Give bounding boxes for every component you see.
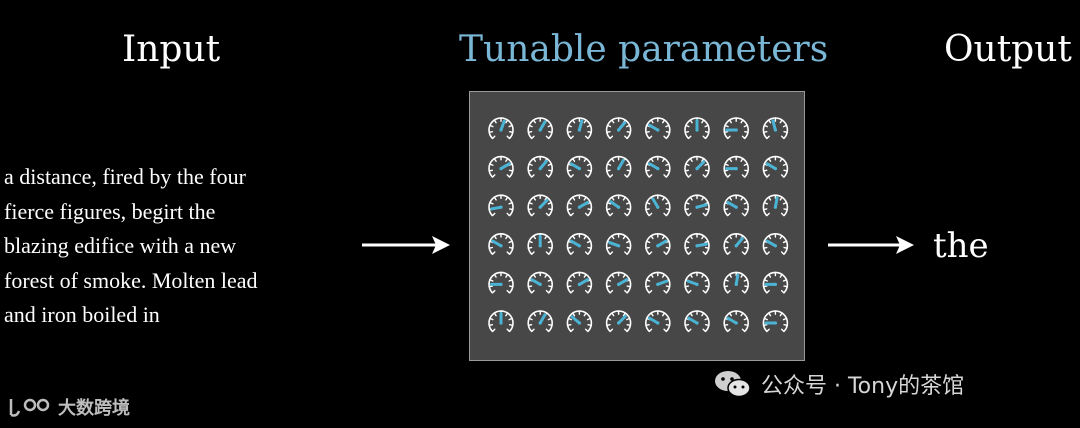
dial	[605, 310, 632, 333]
dial	[527, 117, 553, 140]
dial	[684, 233, 710, 255]
dial	[488, 271, 514, 294]
dial	[645, 155, 671, 178]
input-line: and iron boiled in	[4, 302, 160, 327]
dial	[527, 194, 553, 217]
dial	[684, 310, 710, 333]
dial	[566, 271, 593, 294]
input-arrow-icon	[362, 236, 450, 254]
dial	[605, 271, 632, 294]
dial	[684, 117, 710, 140]
dial	[488, 194, 514, 217]
input-line: a distance, fired by the four	[4, 164, 246, 189]
dial	[527, 155, 553, 178]
dial	[527, 271, 553, 294]
parameters-panel	[469, 91, 805, 361]
dial	[527, 233, 553, 255]
output-arrow-icon	[828, 236, 914, 254]
dial	[488, 233, 514, 255]
dial	[762, 271, 789, 294]
input-text-block: a distance, fired by the four fierce fig…	[4, 160, 354, 333]
watermark-right: 公众号 · Tony的茶馆	[713, 368, 964, 400]
dial	[566, 117, 593, 140]
dial	[488, 310, 514, 333]
dial	[605, 155, 632, 178]
wechat-icon	[715, 371, 751, 398]
dial	[723, 117, 749, 140]
dial	[645, 117, 671, 140]
dial	[566, 194, 593, 217]
output-word: the	[933, 226, 989, 266]
dial	[488, 117, 514, 140]
dial	[723, 271, 749, 294]
dial	[527, 310, 553, 333]
dial	[762, 194, 789, 217]
dial	[566, 155, 593, 178]
dial	[645, 271, 671, 294]
dial	[566, 310, 593, 333]
dial	[645, 233, 671, 255]
brand-logo-icon	[9, 398, 50, 417]
dial	[762, 155, 789, 178]
watermark-right-text: 公众号 · Tony的茶馆	[761, 374, 965, 399]
dial	[723, 155, 749, 178]
input-line: fierce figures, begirt the	[4, 198, 216, 224]
dial-grid	[488, 117, 789, 333]
input-line: blazing edifice with a new	[4, 233, 237, 258]
watermark-left: 大数跨境	[8, 394, 130, 420]
dial	[723, 233, 749, 255]
dial	[684, 194, 710, 217]
dial	[488, 155, 514, 178]
dial	[684, 155, 710, 178]
dial	[605, 117, 632, 140]
dial	[645, 310, 671, 333]
dial	[645, 194, 671, 217]
dial	[684, 271, 710, 294]
watermark-left-text: 大数跨境	[58, 398, 130, 419]
output-heading: Output	[944, 29, 1072, 70]
dial	[605, 233, 632, 255]
dial	[762, 233, 789, 255]
dial	[566, 233, 593, 255]
input-line: forest of smoke. Molten lead	[4, 267, 258, 293]
dial	[723, 310, 749, 333]
dial	[723, 194, 749, 217]
dial	[762, 310, 789, 333]
dial	[605, 194, 632, 217]
parameters-heading: Tunable parameters	[459, 29, 829, 70]
input-heading: Input	[122, 29, 221, 70]
dial	[762, 117, 789, 140]
